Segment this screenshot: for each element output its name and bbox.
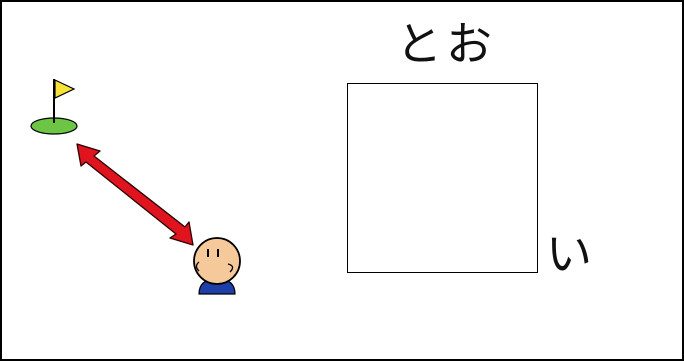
golf-flag-icon [30,79,78,135]
word-after-box: い [546,227,592,281]
child-face-icon [193,237,241,295]
answer-box[interactable] [347,83,538,273]
double-arrow-icon [76,143,194,246]
word-before-box: とお [396,17,496,71]
